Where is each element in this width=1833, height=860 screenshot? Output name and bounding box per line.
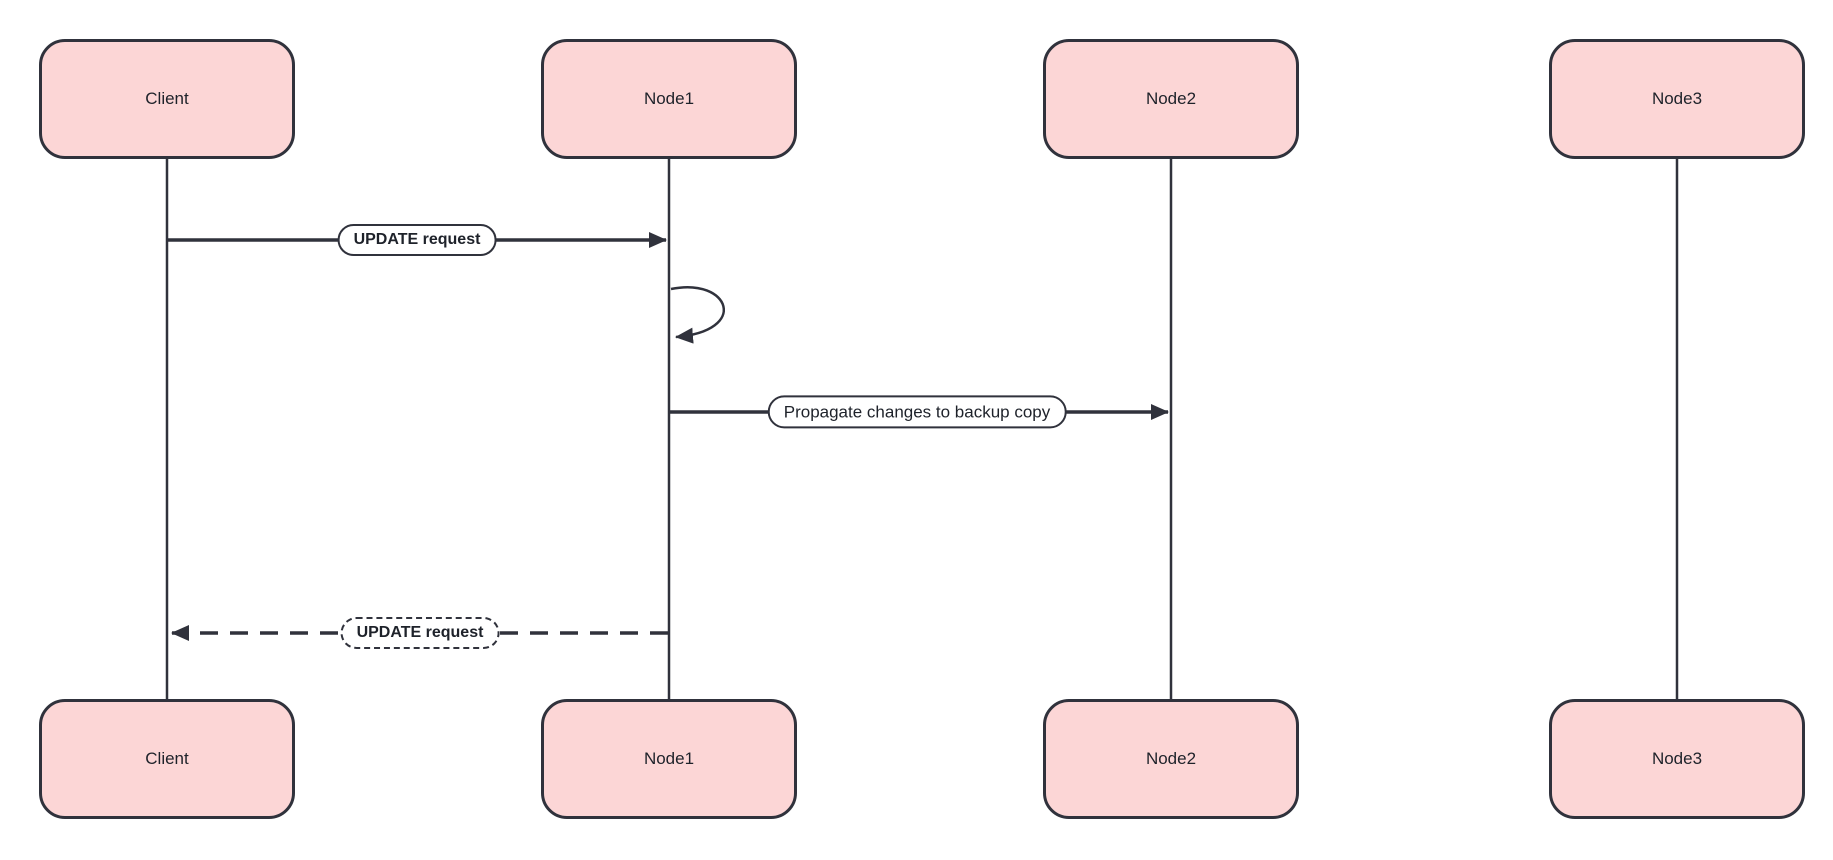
actor-label: Client — [145, 89, 189, 108]
message-label-update-request: UPDATE request — [337, 224, 497, 256]
actor-label: Node3 — [1651, 749, 1703, 768]
actor-bottom-node2: Node2 — [1043, 699, 1299, 819]
actor-bottom-node1: Node1 — [541, 699, 797, 819]
actor-label: Node1 — [643, 89, 695, 108]
actor-top-client: Client — [39, 39, 295, 159]
actor-top-node1: Node1 — [541, 39, 797, 159]
actor-top-node3: Node3 — [1549, 39, 1805, 159]
message-self-loop — [670, 286, 725, 344]
actor-label: Node1 — [643, 749, 695, 768]
message-label-propagate-changes: Propagate changes to backup copy — [767, 395, 1067, 429]
actor-label: Node2 — [1145, 749, 1197, 768]
actor-bottom-client: Client — [39, 699, 295, 819]
actor-top-node2: Node2 — [1043, 39, 1299, 159]
actor-label: Node2 — [1145, 89, 1197, 108]
message-label-update-request-return: UPDATE request — [340, 617, 500, 649]
actor-bottom-node3: Node3 — [1549, 699, 1805, 819]
actor-label: Client — [145, 749, 189, 768]
actor-label: Node3 — [1651, 89, 1703, 108]
